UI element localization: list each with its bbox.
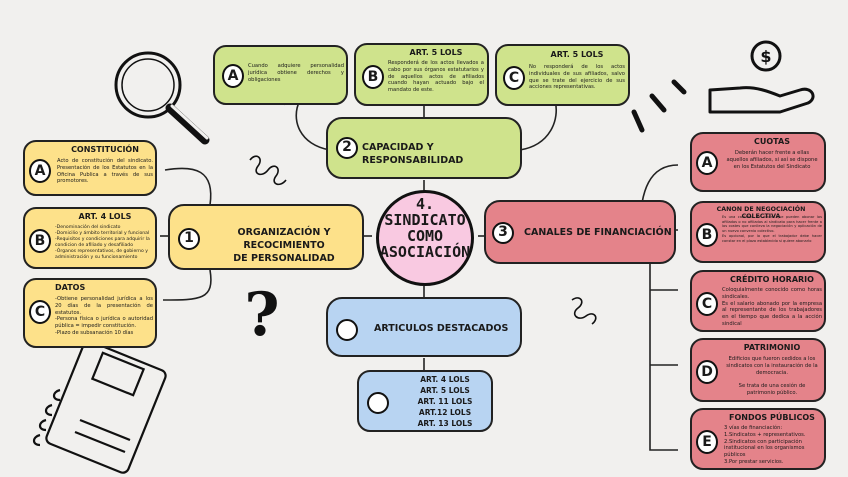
- cap-text-b: Responderá de los actos llevados a cabo …: [388, 60, 484, 94]
- notebook-icon: [32, 340, 167, 474]
- fin-label: CANALES DE FINANCIACIÓN: [524, 227, 672, 238]
- center-topic: 4. SINDICATO COMO ASOCIACIÓN: [376, 190, 474, 286]
- fin-title-a: CUOTAS: [754, 137, 790, 146]
- cap-label: CAPACIDAD Y RESPONSABILIDAD: [362, 142, 464, 166]
- fin-letter-d: D: [696, 360, 718, 384]
- org-title-b: ART. 4 LOLS: [78, 212, 132, 221]
- magnifier-icon: [114, 51, 210, 145]
- fin-branch: 3 CANALES DE FINANCIACIÓN: [484, 200, 676, 264]
- fin-letter-a: A: [696, 151, 718, 175]
- fin-item-e: FONDOS PÚBLICOS E 3 vías de financiación…: [690, 408, 826, 470]
- org-title-c: DATOS: [55, 283, 86, 292]
- article-item: ART. 5 LOLS: [420, 386, 470, 395]
- articles-empty-circle: [336, 319, 358, 341]
- fin-item-b: CANON DE NEGOCIACIÓN COLECTIVA B Es una …: [690, 201, 826, 263]
- org-text-a: Acto de constitución del sindicato. Pres…: [57, 158, 153, 185]
- org-letter-b: B: [29, 229, 51, 253]
- org-item-b: ART. 4 LOLS B -Denominación del sindicat…: [23, 207, 157, 269]
- org-number: 1: [178, 228, 200, 250]
- cap-item-b: ART. 5 LOLS B Responderá de los actos ll…: [354, 43, 489, 106]
- fin-text-b: Es una cantidad de dinero que pueden abo…: [722, 215, 822, 243]
- cap-number: 2: [336, 137, 358, 159]
- article-item: ART. 13 LOLS: [417, 419, 473, 428]
- fin-title-d: PATRIMONIO: [743, 343, 801, 352]
- org-item-c: DATOS C -Obtiene personalidad jurídica a…: [23, 278, 157, 348]
- fin-item-a: CUOTAS A Deberán hacer frente a ellas aq…: [690, 132, 826, 192]
- article-item: ART. 11 LOLS: [417, 397, 473, 406]
- cap-text-a: Cuando adquiere personalidad jurídica ob…: [248, 63, 344, 83]
- cap-title-c: ART. 5 LOLS: [550, 50, 604, 59]
- articles-list-box: ART. 4 LOLS ART. 5 LOLS ART. 11 LOLS ART…: [357, 370, 493, 432]
- fin-text-e: 3 vías de financiación: 1.Sindicatos + r…: [724, 425, 806, 465]
- org-title-a: CONSTITUCIÓN: [71, 145, 139, 154]
- org-label: ORGANIZACIÓN Y RECOCIMIENTO DE PERSONALI…: [233, 227, 335, 264]
- cap-letter-b: B: [362, 65, 384, 89]
- fin-letter-e: E: [696, 430, 718, 454]
- articles-label: ARTICULOS DESTACADOS: [374, 323, 509, 334]
- fin-text-d: Edificios que fueron cedidos a los sindi…: [726, 356, 818, 396]
- question-mark-icon: ?: [244, 280, 279, 350]
- org-text-b: -Denominación del sindicato -Domicilio y…: [55, 225, 150, 260]
- cap-title-b: ART. 5 LOLS: [409, 48, 463, 57]
- fin-text-a: Deberán hacer frente a ellas aquellos af…: [726, 150, 818, 170]
- org-item-a: CONSTITUCIÓN A Acto de constitución del …: [23, 140, 157, 196]
- cap-branch: 2 CAPACIDAD Y RESPONSABILIDAD: [326, 117, 522, 179]
- spring-doodle-icon: [249, 155, 597, 325]
- cap-letter-a: A: [222, 64, 244, 88]
- fin-title-c: CRÉDITO HORARIO: [730, 275, 814, 284]
- org-text-c: -Obtiene personalidad jurídica a los 20 …: [55, 296, 153, 336]
- fin-title-e: FONDOS PÚBLICOS: [729, 413, 815, 422]
- fin-title-b: CANON DE NEGOCIACIÓN COLECTIVA: [716, 206, 806, 220]
- cap-letter-c: C: [503, 66, 525, 90]
- fin-text-c: Coloquialmente conocido como horas sindi…: [722, 287, 822, 327]
- articles-branch: ARTICULOS DESTACADOS: [326, 297, 522, 357]
- fin-number: 3: [492, 222, 514, 244]
- coin-hand-icon: $: [708, 40, 815, 114]
- cap-text-c: No responderá de los actos individuales …: [529, 64, 625, 91]
- org-branch: 1 ORGANIZACIÓN Y RECOCIMIENTO DE PERSONA…: [168, 204, 364, 270]
- cap-item-a: A Cuando adquiere personalidad jurídica …: [213, 45, 348, 105]
- articles-list: ART. 4 LOLS ART. 5 LOLS ART. 11 LOLS ART…: [399, 374, 491, 429]
- cap-item-c: ART. 5 LOLS C No responderá de los actos…: [495, 44, 630, 106]
- fin-letter-b: B: [696, 223, 718, 247]
- fin-item-c: CRÉDITO HORARIO C Coloquialmente conocid…: [690, 270, 826, 332]
- center-title: 4. SINDICATO COMO ASOCIACIÓN: [379, 195, 471, 261]
- article-item: ART. 4 LOLS: [420, 375, 470, 384]
- svg-text:$: $: [760, 47, 771, 66]
- articles-list-circle: [367, 392, 389, 414]
- fin-item-d: PATRIMONIO D Edificios que fueron cedido…: [690, 338, 826, 402]
- fin-letter-c: C: [696, 292, 718, 316]
- org-letter-a: A: [29, 159, 51, 183]
- article-item: ART.12 LOLS: [418, 408, 472, 417]
- org-letter-c: C: [29, 300, 51, 324]
